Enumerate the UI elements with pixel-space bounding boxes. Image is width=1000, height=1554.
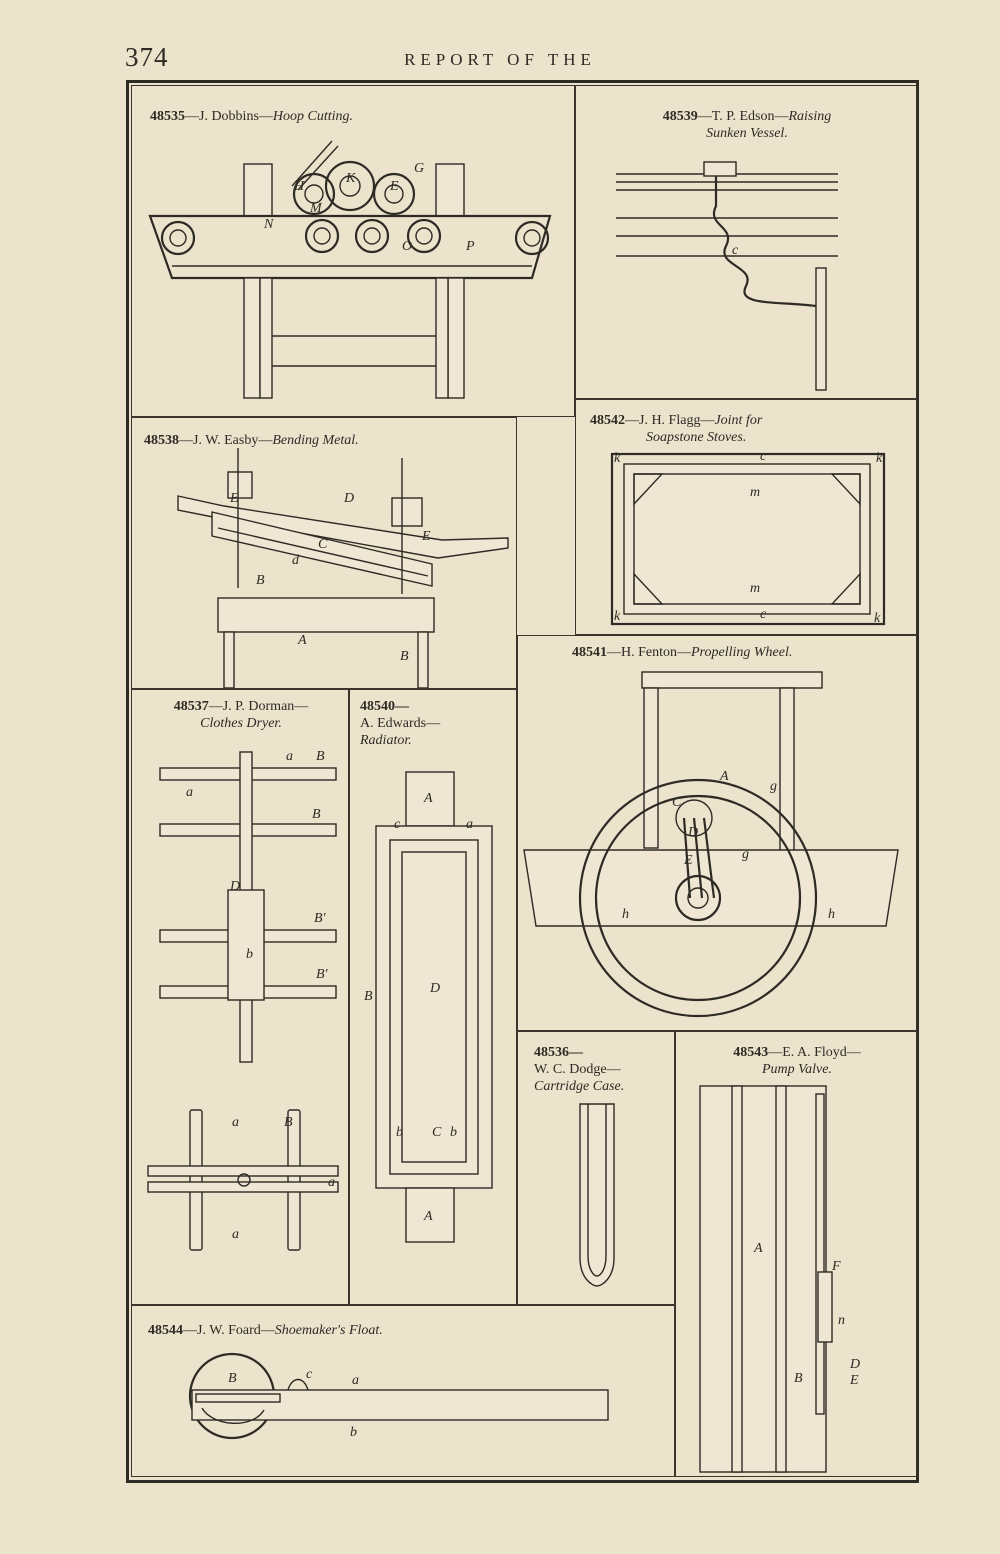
figure-caption: 48536— W. C. Dodge— Cartridge Case. — [534, 1045, 625, 1094]
bending-metal-drawing: d E D C E B A B — [177, 448, 509, 688]
part-label: C — [672, 795, 682, 810]
part-label: B — [256, 573, 265, 588]
part-label: B — [228, 1371, 237, 1386]
figure-48542-flagg: 48542—J. H. Flagg—Joint for Soapstone St… — [575, 399, 917, 635]
part-label: g — [742, 847, 749, 862]
part-label: E — [389, 179, 399, 194]
part-label: a — [232, 1227, 239, 1242]
part-label: D — [429, 981, 440, 996]
part-label: c — [306, 1367, 313, 1382]
part-label: m — [750, 485, 760, 500]
part-label: A — [423, 1209, 433, 1224]
figure-48540-edwards: 48540— A. Edwards— Radiator. A c a D B C… — [349, 689, 517, 1305]
running-head: REPORT OF THE — [404, 50, 596, 69]
part-label: k — [614, 609, 621, 624]
hoop-cutting-drawing: H K E G N M O P — [148, 140, 552, 399]
part-label: c — [394, 817, 401, 832]
part-label: n — [838, 1313, 845, 1328]
part-label: D — [687, 825, 698, 840]
part-label: a — [466, 817, 473, 832]
figure-caption: 48541—H. Fenton—Propelling Wheel. — [572, 645, 793, 660]
part-label: A — [297, 633, 307, 648]
part-label: O — [402, 239, 412, 254]
radiator-drawing: A c a D B C b b A — [364, 771, 493, 1243]
part-label: A — [423, 791, 433, 806]
figure-48541-fenton: 48541—H. Fenton—Propelling Wheel. A g C … — [517, 635, 917, 1031]
part-label: a — [186, 785, 193, 800]
figure-48543-floyd: 48543—E. A. Floyd— Pump Valve. A F n D E… — [675, 1031, 917, 1477]
part-label: c — [760, 607, 767, 622]
part-label: B — [312, 807, 321, 822]
figure-caption: 48539—T. P. Edson—Raising Sunken Vessel. — [662, 109, 832, 141]
part-label: h — [828, 907, 835, 922]
cartridge-case-drawing — [579, 1103, 615, 1287]
part-label: C — [318, 537, 328, 552]
figure-48536-dodge: 48536— W. C. Dodge— Cartridge Case. — [517, 1031, 675, 1305]
figure-48539-edson: 48539—T. P. Edson—Raising Sunken Vessel.… — [575, 85, 917, 399]
part-label: E — [229, 491, 239, 506]
part-label: B — [316, 749, 325, 764]
part-label: g — [770, 779, 777, 794]
part-label: B — [364, 989, 373, 1004]
figure-caption: 48544—J. W. Foard—Shoemaker's Float. — [148, 1323, 383, 1338]
part-label: c — [732, 243, 739, 258]
figure-caption: 48540— A. Edwards— Radiator. — [360, 699, 441, 748]
figure-caption: 48538—J. W. Easby—Bending Metal. — [144, 433, 359, 448]
part-label: C — [432, 1125, 442, 1140]
part-label: B' — [314, 911, 327, 926]
figure-48544-foard: 48544—J. W. Foard—Shoemaker's Float. B c… — [131, 1305, 675, 1477]
part-label: D — [849, 1357, 860, 1372]
part-label: b — [450, 1125, 457, 1140]
part-label: D — [229, 879, 240, 894]
part-label: m — [750, 581, 760, 596]
part-label: F — [831, 1259, 841, 1274]
part-label: b — [246, 947, 253, 962]
part-label: B — [794, 1371, 803, 1386]
part-label: K — [345, 171, 356, 186]
clothes-dryer-drawing: a B a B D B' b B' B a a a — [147, 749, 339, 1251]
part-label: h — [622, 907, 629, 922]
part-label: M — [309, 201, 323, 216]
pump-valve-drawing: A F n D E B — [699, 1085, 860, 1473]
part-label: b — [396, 1125, 403, 1140]
part-label: d — [292, 553, 300, 568]
part-label: D — [343, 491, 354, 506]
figure-48537-dorman: 48537—J. P. Dorman— Clothes Dryer. a B a… — [131, 689, 349, 1305]
part-label: B — [400, 649, 409, 664]
part-label: E — [683, 853, 693, 868]
page-number: 374 — [125, 42, 169, 72]
soapstone-joint-drawing: k c k m m k c k — [610, 449, 886, 626]
part-label: B — [284, 1115, 293, 1130]
part-label: c — [760, 449, 767, 464]
part-label: a — [352, 1373, 359, 1388]
part-label: a — [232, 1115, 239, 1130]
figure-48538-easby: 48538—J. W. Easby—Bending Metal. d E D C… — [131, 417, 517, 689]
sunken-vessel-drawing: c — [616, 161, 838, 391]
part-label: k — [876, 451, 883, 466]
part-label: A — [719, 769, 729, 784]
part-label: k — [874, 611, 881, 626]
figure-48535-dobbins: 48535—J. Dobbins—Hoop Cutting. H K — [131, 85, 575, 417]
part-label: P — [465, 239, 475, 254]
part-label: E — [421, 529, 431, 544]
shoemakers-float-drawing: B c a b — [188, 1352, 609, 1440]
figure-caption: 48542—J. H. Flagg—Joint for Soapstone St… — [590, 413, 763, 445]
part-label: a — [328, 1175, 335, 1190]
figure-caption: 48537—J. P. Dorman— Clothes Dryer. — [173, 699, 309, 731]
page-header: 374 REPORT OF THE — [0, 42, 1000, 82]
part-label: N — [263, 217, 274, 232]
patent-plate: 48535—J. Dobbins—Hoop Cutting. H K — [126, 80, 919, 1483]
part-label: E — [849, 1373, 859, 1388]
figure-caption: 48535—J. Dobbins—Hoop Cutting. — [150, 109, 354, 124]
part-label: b — [350, 1425, 357, 1440]
part-label: a — [286, 749, 293, 764]
part-label: k — [614, 451, 621, 466]
part-label: B' — [316, 967, 329, 982]
part-label: A — [753, 1241, 763, 1256]
propelling-wheel-drawing: A g C D E g h h — [523, 671, 899, 1018]
figure-caption: 48543—E. A. Floyd— Pump Valve. — [733, 1045, 861, 1077]
part-label: G — [414, 161, 424, 176]
part-label: H — [293, 179, 305, 194]
